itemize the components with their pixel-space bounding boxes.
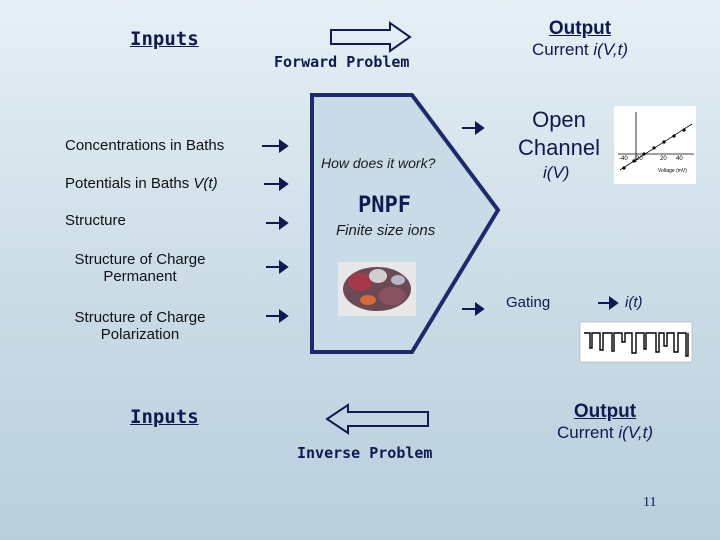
forward-arrow <box>330 21 412 53</box>
protein-structure-image <box>338 262 416 316</box>
output-header-bottom: Output <box>573 401 637 422</box>
iv-tick-label: 20 <box>660 156 667 162</box>
open-channel-label: Open Channel <box>518 107 600 160</box>
iv-xlabel: Voltage (mV) <box>658 168 687 174</box>
output-header: Output <box>548 18 612 39</box>
input-concentrations: Concentrations in Baths <box>65 137 225 154</box>
forward-problem-label: Forward Problem <box>274 53 410 71</box>
how-does-it-work: How does it work? <box>321 155 436 171</box>
input-charge-polarization: Structure of Charge Polarization <box>74 309 206 343</box>
finite-size-ions: Finite size ions <box>336 222 436 239</box>
output-arrows <box>462 121 619 316</box>
input-potentials: Potentials in Baths V(t) <box>65 175 218 192</box>
iv-chart: -40 -20 20 40 Voltage (mV) <box>614 106 696 184</box>
iv-label: i(V) <box>543 163 570 182</box>
inputs-header: Inputs <box>130 28 199 50</box>
page-number: 11 <box>643 495 657 510</box>
it-label: i(t) <box>625 294 643 311</box>
input-structure: Structure <box>65 212 126 229</box>
output-current-bottom: Current i(V,t) <box>556 423 654 442</box>
output-block-top: Output Current i(V,t) <box>520 18 640 60</box>
gating-trace <box>579 321 693 363</box>
inverse-arrow <box>325 403 429 435</box>
iv-tick-label: 40 <box>676 156 683 162</box>
input-charge-permanent: Structure of Charge Permanent <box>74 251 206 285</box>
output-current: Current i(V,t) <box>531 40 629 59</box>
input-arrows <box>262 139 289 323</box>
pnpf-label: PNPF <box>358 193 411 218</box>
output-block-bottom: Output Current i(V,t) <box>543 401 667 443</box>
inverse-problem-label: Inverse Problem <box>297 444 433 462</box>
iv-tick-label: -20 <box>634 156 643 162</box>
iv-tick-label: -40 <box>619 156 628 162</box>
gating-label: Gating <box>506 294 551 311</box>
inputs-header-bottom: Inputs <box>130 406 199 428</box>
